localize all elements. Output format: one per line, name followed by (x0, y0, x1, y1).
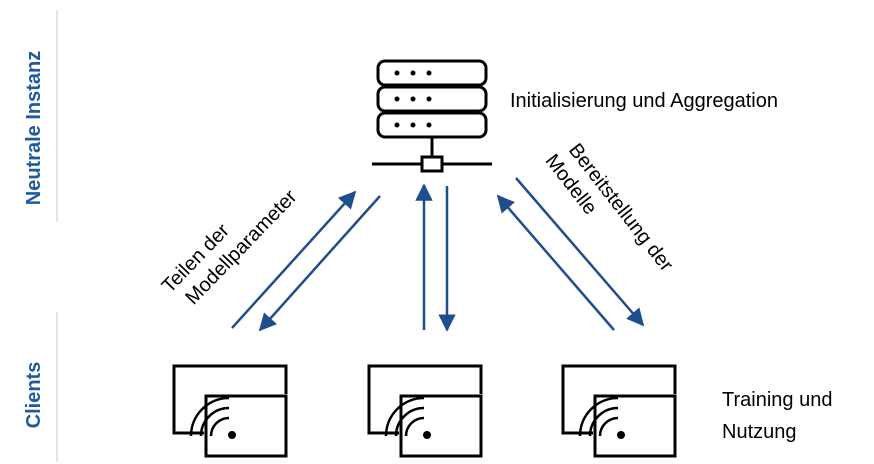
neutral-instance-label: Neutrale Instanz (23, 51, 45, 205)
server-dots (394, 70, 432, 128)
left-arrow-label: Teilen der Modellparameter (158, 186, 302, 309)
mobile-device-icon (367, 364, 483, 458)
clients-label-line1: Training und (722, 389, 832, 411)
client-device-1 (172, 364, 288, 458)
arrows (231, 177, 645, 332)
left-arrow-up (231, 190, 357, 329)
right-arrow-up (496, 194, 615, 331)
client-device-3 (561, 364, 677, 458)
server-label: Initialisierung und Aggregation (510, 90, 778, 112)
right-arrow-down (515, 177, 645, 327)
mobile-device-icon (561, 364, 677, 458)
server-icon (372, 59, 492, 173)
client-device-2 (367, 364, 483, 458)
clients-label: Clients (23, 362, 45, 429)
mobile-device-icon (172, 364, 288, 458)
left-arrow-down (258, 195, 381, 332)
clients-label-line2: Nutzung (722, 421, 797, 443)
